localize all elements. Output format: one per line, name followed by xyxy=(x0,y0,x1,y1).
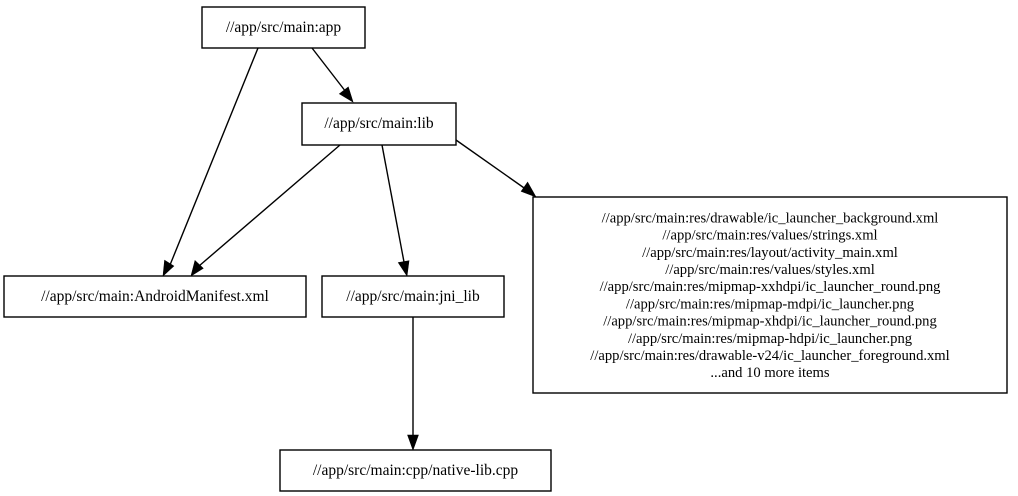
node-android-manifest[interactable]: //app/src/main:AndroidManifest.xml xyxy=(3,275,307,318)
arrowhead-icon xyxy=(407,434,419,451)
edge-jni-lib-to-native-lib xyxy=(407,317,419,451)
node-app[interactable]: //app/src/main:app xyxy=(201,6,366,49)
arrowhead-icon xyxy=(162,259,175,277)
resource-line: //app/src/main:res/values/strings.xml xyxy=(662,228,877,244)
resource-line: //app/src/main:res/values/styles.xml xyxy=(665,262,875,278)
node-label: //app/src/main:lib xyxy=(324,115,434,132)
node-label: //app/src/main:app xyxy=(226,19,342,36)
resource-line: //app/src/main:res/mipmap-xxhdpi/ic_laun… xyxy=(600,279,942,295)
edge-line xyxy=(455,139,528,191)
node-box[interactable] xyxy=(532,196,1008,394)
edge-line xyxy=(311,47,347,93)
resource-line: //app/src/main:res/drawable-v24/ic_launc… xyxy=(590,348,949,364)
resource-line-more: ...and 10 more items xyxy=(710,365,829,381)
edge-layer xyxy=(162,47,537,451)
resource-line: //app/src/main:res/drawable/ic_launcher_… xyxy=(602,210,939,226)
node-lib[interactable]: //app/src/main:lib xyxy=(301,102,457,146)
edge-lib-to-resources xyxy=(455,139,537,198)
edge-lib-to-jni-lib xyxy=(381,144,410,277)
node-label: //app/src/main:jni_lib xyxy=(346,288,480,305)
node-box[interactable] xyxy=(279,449,552,492)
arrowhead-icon xyxy=(520,181,537,198)
node-label: //app/src/main:cpp/native-lib.cpp xyxy=(313,462,519,479)
node-resources-group[interactable]: //app/src/main:res/drawable/ic_launcher_… xyxy=(532,196,1008,394)
edge-line xyxy=(198,144,341,267)
node-box[interactable] xyxy=(301,102,457,146)
edge-line xyxy=(381,144,405,263)
resource-line: //app/src/main:res/layout/activity_main.… xyxy=(642,245,898,261)
resource-line: //app/src/main:res/mipmap-hdpi/ic_launch… xyxy=(628,331,913,347)
edge-app-to-manifest xyxy=(162,47,259,277)
edge-lib-to-manifest xyxy=(190,144,341,277)
arrowhead-icon xyxy=(397,260,410,277)
arrowhead-icon xyxy=(338,86,354,103)
node-label: //app/src/main:AndroidManifest.xml xyxy=(41,288,269,305)
arrowhead-icon xyxy=(190,260,204,277)
resource-line: //app/src/main:res/mipmap-mdpi/ic_launch… xyxy=(626,296,915,312)
node-box[interactable] xyxy=(201,6,366,49)
resource-line: //app/src/main:res/mipmap-xhdpi/ic_launc… xyxy=(603,314,937,330)
node-box[interactable] xyxy=(321,275,505,318)
node-native-lib-cpp[interactable]: //app/src/main:cpp/native-lib.cpp xyxy=(279,449,552,492)
edge-app-to-lib xyxy=(311,47,354,103)
node-box[interactable] xyxy=(3,275,307,318)
edge-line xyxy=(169,47,259,266)
node-jni-lib[interactable]: //app/src/main:jni_lib xyxy=(321,275,505,318)
node-layer: //app/src/main:app //app/src/main:lib //… xyxy=(3,6,1008,492)
